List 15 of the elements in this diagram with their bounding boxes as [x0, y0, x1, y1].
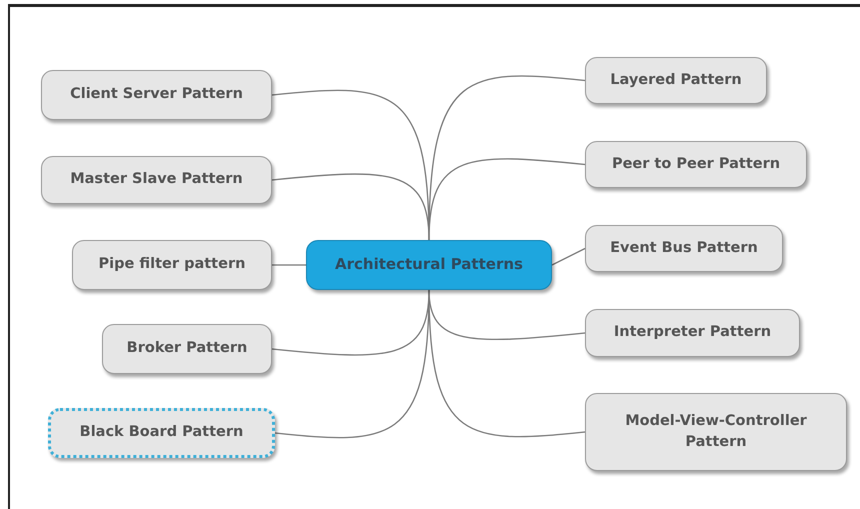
connector-line	[272, 264, 306, 266]
topic-box: Pipe filter pattern	[72, 240, 272, 290]
topic-box: Black Board Pattern	[48, 408, 275, 458]
topic-box: Broker Pattern	[102, 324, 272, 374]
central-topic-box: Architectural Patterns	[306, 240, 552, 290]
topic-box: Interpreter Pattern	[585, 309, 800, 357]
connector-line	[428, 290, 586, 438]
connector-line	[552, 248, 586, 266]
topic-box: Event Bus Pattern	[585, 225, 783, 272]
topic-box: Layered Pattern	[585, 57, 767, 104]
topic-box: Model-View-Controller Pattern	[585, 393, 847, 471]
connector-line	[428, 158, 586, 240]
topic-box: Client Server Pattern	[41, 70, 272, 120]
topic-box: Peer to Peer Pattern	[585, 141, 807, 188]
topic-box: Master Slave Pattern	[41, 156, 272, 204]
